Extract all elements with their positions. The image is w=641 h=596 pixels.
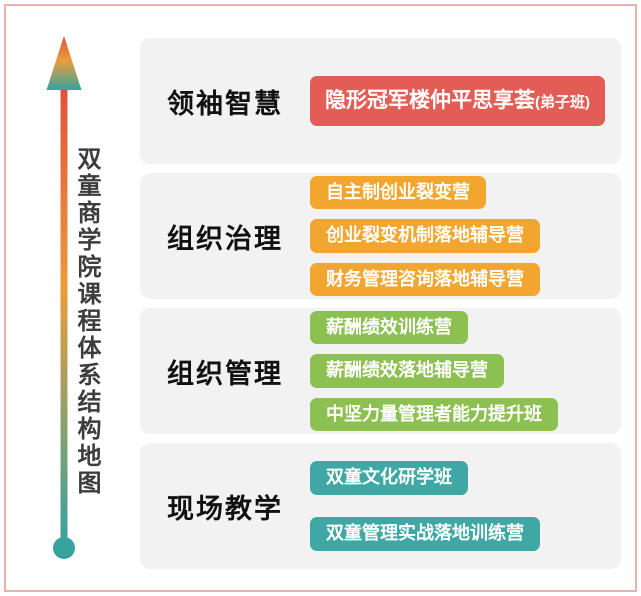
course-pill: 隐形冠军楼仲平思享荟(弟子班) bbox=[310, 76, 605, 126]
course-list: 薪酬绩效训练营 薪酬绩效落地辅导营 中坚力量管理者能力提升班 bbox=[310, 310, 621, 432]
section-field-teaching: 现场教学 双童文化研学班 双童管理实战落地训练营 bbox=[140, 443, 621, 569]
page-title: 双童商学院课程体系结构地图 bbox=[73, 146, 100, 497]
course-pill: 创业裂变机制落地辅导营 bbox=[310, 219, 540, 253]
course-pill: 薪酬绩效落地辅导营 bbox=[310, 354, 504, 388]
course-list: 双童文化研学班 双童管理实战落地训练营 bbox=[310, 461, 621, 551]
section-label: 领袖智慧 bbox=[167, 88, 283, 119]
course-pill: 双童管理实战落地训练营 bbox=[310, 517, 540, 551]
section-label: 组织管理 bbox=[167, 358, 283, 389]
up-arrow-icon bbox=[46, 36, 82, 559]
course-name: 隐形冠军楼仲平思享荟 bbox=[325, 89, 535, 113]
sections-container: 领袖智慧 隐形冠军楼仲平思享荟(弟子班) 组织治理 自主制创业裂变营 创业裂变机… bbox=[140, 38, 621, 569]
section-label: 现场教学 bbox=[167, 493, 283, 524]
section-label: 组织治理 bbox=[167, 223, 283, 254]
section-org-governance: 组织治理 自主制创业裂变营 创业裂变机制落地辅导营 财务管理咨询落地辅导营 bbox=[140, 173, 621, 299]
course-pill: 中坚力量管理者能力提升班 bbox=[310, 397, 558, 432]
course-pill: 薪酬绩效训练营 bbox=[310, 310, 468, 345]
course-suffix: (弟子班) bbox=[535, 94, 590, 112]
course-list: 隐形冠军楼仲平思享荟(弟子班) bbox=[310, 76, 621, 126]
section-org-management: 组织管理 薪酬绩效训练营 薪酬绩效落地辅导营 中坚力量管理者能力提升班 bbox=[140, 308, 621, 434]
course-pill: 双童文化研学班 bbox=[310, 461, 468, 495]
course-pill: 财务管理咨询落地辅导营 bbox=[310, 262, 540, 297]
growth-arrow bbox=[44, 36, 84, 561]
section-leadership-wisdom: 领袖智慧 隐形冠军楼仲平思享荟(弟子班) bbox=[140, 38, 621, 164]
course-list: 自主制创业裂变营 创业裂变机制落地辅导营 财务管理咨询落地辅导营 bbox=[310, 175, 621, 297]
course-pill: 自主制创业裂变营 bbox=[310, 175, 486, 210]
